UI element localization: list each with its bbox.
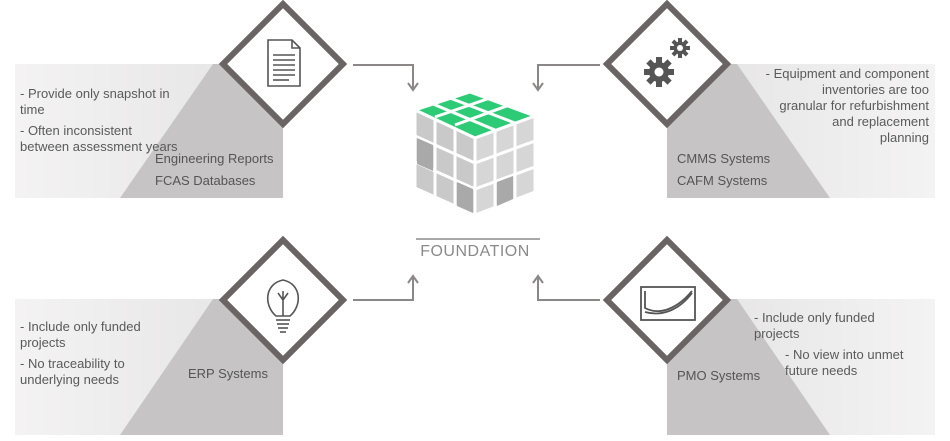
- chart-icon: [640, 286, 696, 321]
- top-left-label-1: Engineering Reports: [155, 151, 274, 166]
- bottom-left-bullet-2: - No traceability to underlying needs: [20, 356, 125, 387]
- bottom-left-panel: [15, 299, 283, 435]
- bottom-right-bullet-1: - Include only funded projects: [754, 310, 875, 341]
- bottom-right-bullet-2: - No view into unmet future needs: [785, 347, 904, 378]
- top-left-bullet-2: - Often inconsistent between assessment …: [20, 123, 178, 154]
- lightbulb-icon: [267, 279, 299, 333]
- bottom-left-bullets: - Include only funded projects - No trac…: [20, 319, 170, 393]
- arrow-top-right: [537, 64, 600, 88]
- top-left-panel: [15, 64, 283, 198]
- top-left-bullets: - Provide only snapshot in time - Often …: [20, 86, 178, 160]
- bottom-left-bullet-1: - Include only funded projects: [20, 319, 141, 350]
- bottom-right-label-1: PMO Systems: [677, 368, 761, 383]
- gears-icon: [644, 38, 690, 87]
- diamond-bottom-right: [602, 235, 732, 365]
- top-right-bullets: - Equipment and component inventories ar…: [745, 66, 929, 151]
- top-left-bullet-1: - Provide only snapshot in time: [20, 86, 170, 117]
- foundation-label: FOUNDATION: [420, 243, 530, 260]
- top-right-label-2: CAFM Systems: [677, 173, 768, 188]
- bottom-left-labels: ERP Systems: [188, 363, 268, 385]
- connector-arrows: [353, 64, 600, 301]
- document-icon: [267, 39, 301, 87]
- bottom-left-label-1: ERP Systems: [188, 366, 268, 381]
- arrow-top-left: [353, 64, 414, 88]
- bottom-right-bullets: - Include only funded projects - No view…: [754, 310, 934, 384]
- bottom-right-labels: PMO Systems: [677, 365, 760, 387]
- arrow-bottom-right: [537, 278, 600, 301]
- top-right-bullet-1: - Equipment and component inventories ar…: [765, 66, 929, 145]
- bottom-right-panel: [667, 299, 935, 435]
- top-left-label-2: FCAS Databases: [155, 173, 256, 188]
- arrow-bottom-left: [353, 278, 414, 301]
- top-right-labels: CMMS Systems CAFM Systems: [677, 148, 770, 192]
- top-right-panel: [667, 64, 935, 198]
- top-right-label-1: CMMS Systems: [677, 151, 771, 166]
- top-left-labels: Engineering Reports FCAS Databases: [155, 148, 274, 192]
- diamond-top-left: [218, 0, 348, 129]
